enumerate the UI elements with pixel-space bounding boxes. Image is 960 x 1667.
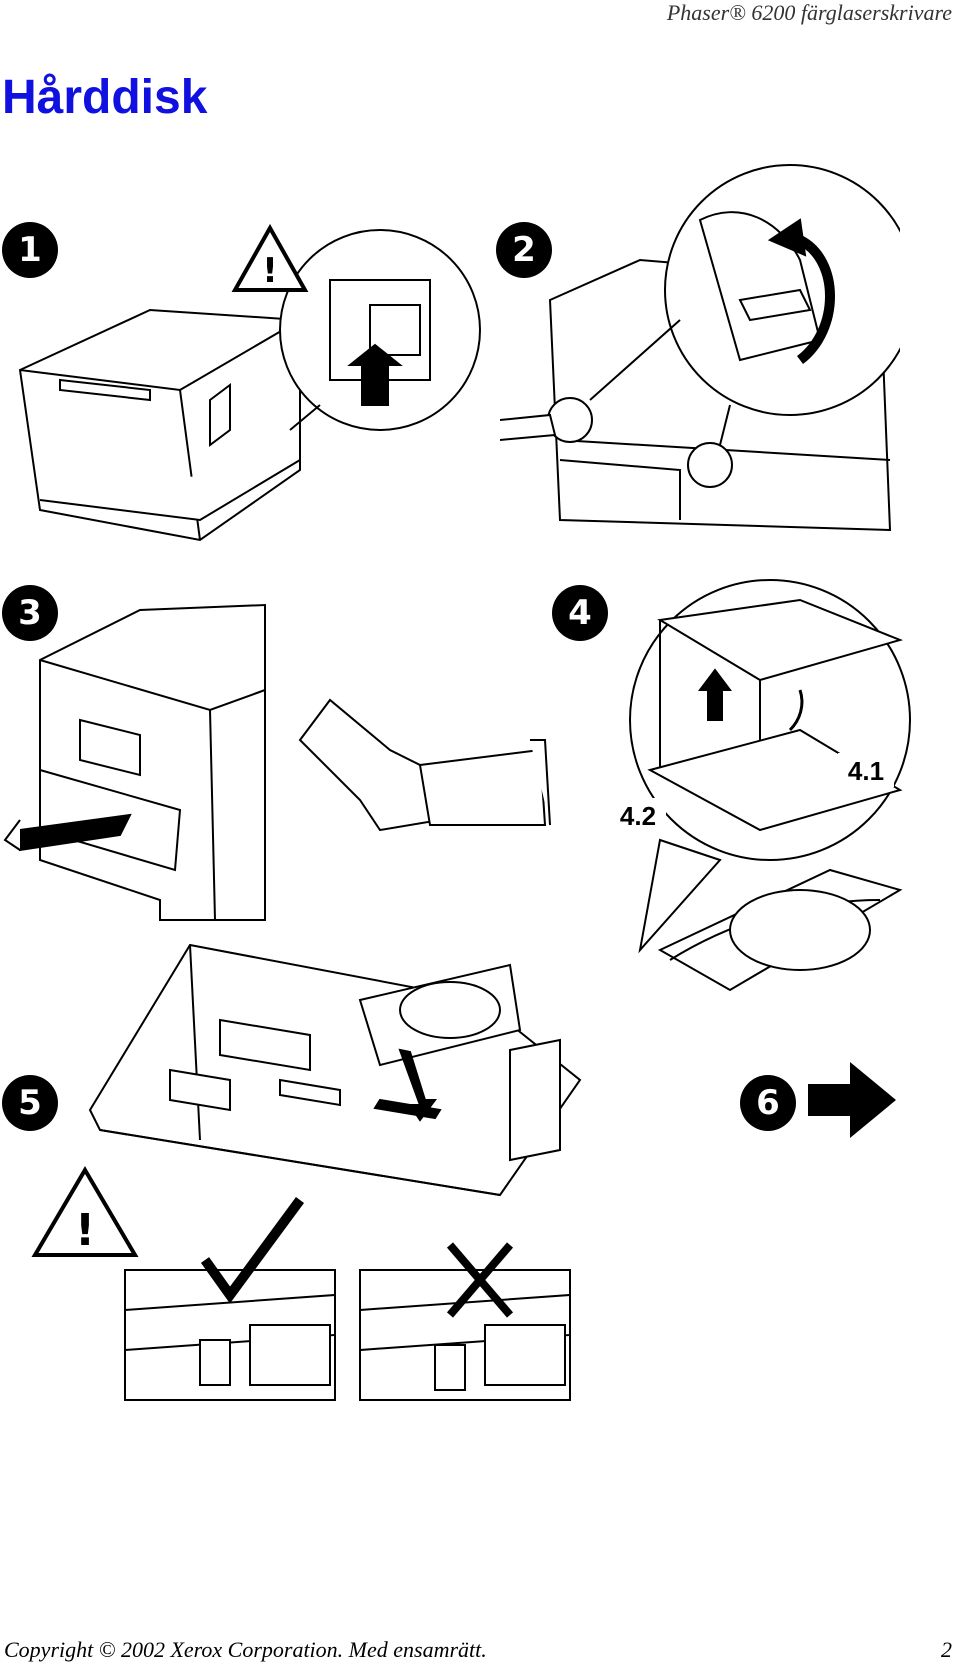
warning-glyph: ! (262, 251, 278, 291)
checkmark-icon (200, 1197, 305, 1304)
page-title: Hårddisk (2, 71, 208, 124)
step-2-illustration (500, 164, 900, 532)
cross-icon (446, 1242, 514, 1318)
step-1-badge: 1 (2, 222, 58, 278)
step-5-badge: 5 (2, 1075, 58, 1131)
warning-triangle-icon (31, 1166, 139, 1257)
step-3-illustration (3, 603, 551, 921)
callout-4-2: 4.2 (620, 801, 656, 831)
step-6-badge: 6 (740, 1075, 796, 1131)
step-5-illustration (88, 943, 582, 1197)
step-3-badge: 3 (2, 585, 58, 641)
step-4-illustration: 4.1 4.2 (610, 579, 911, 992)
warning-triangle-icon (231, 223, 309, 292)
warning-glyph-2: ! (75, 1205, 95, 1256)
document-header-title: Phaser® 6200 färglaserskrivare (666, 0, 952, 25)
page-number: 2 (941, 1637, 952, 1662)
step-1-illustration: ! (18, 223, 481, 542)
step-4-badge: 4 (552, 585, 608, 641)
callout-4-1: 4.1 (848, 756, 884, 786)
next-step-arrow-icon (808, 1062, 896, 1138)
connector-alignment-illustration: ! (31, 1166, 571, 1401)
step-2-badge: 2 (496, 222, 552, 278)
footer-copyright: Copyright © 2002 Xerox Corporation. Med … (4, 1637, 487, 1662)
